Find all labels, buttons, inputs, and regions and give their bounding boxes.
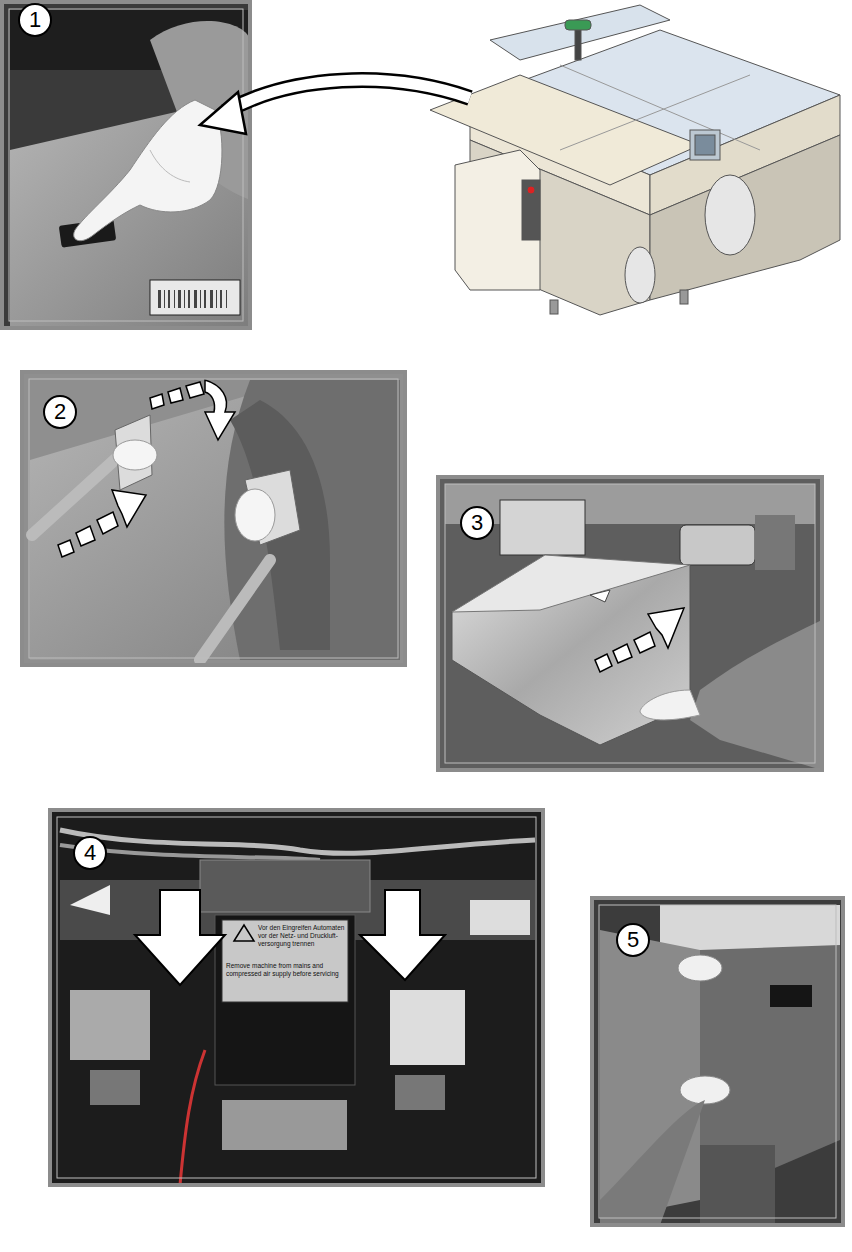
warning-text: Vor den Eingreifen Automaten vor der Net… (258, 924, 346, 948)
callout-circle (617, 924, 649, 956)
photo-panel (50, 810, 543, 1185)
callout-number: 5 (617, 924, 649, 956)
photo-panel (438, 477, 822, 770)
machine-drawing (430, 5, 840, 315)
photo-panel (2, 2, 250, 328)
callout-circle (74, 837, 106, 869)
warning-text: Remove machine from mains and compressed… (226, 962, 346, 978)
callout-circle (461, 507, 493, 539)
callout-number: 1 (19, 4, 51, 36)
callout-number: 2 (44, 396, 76, 428)
callout-number: 4 (74, 837, 106, 869)
photo-panel (22, 372, 405, 665)
photo-panel (592, 898, 843, 1225)
callout-circle (19, 4, 51, 36)
pointer-arrow (200, 80, 470, 134)
callout-circle (44, 396, 76, 428)
callout-number: 3 (461, 507, 493, 539)
